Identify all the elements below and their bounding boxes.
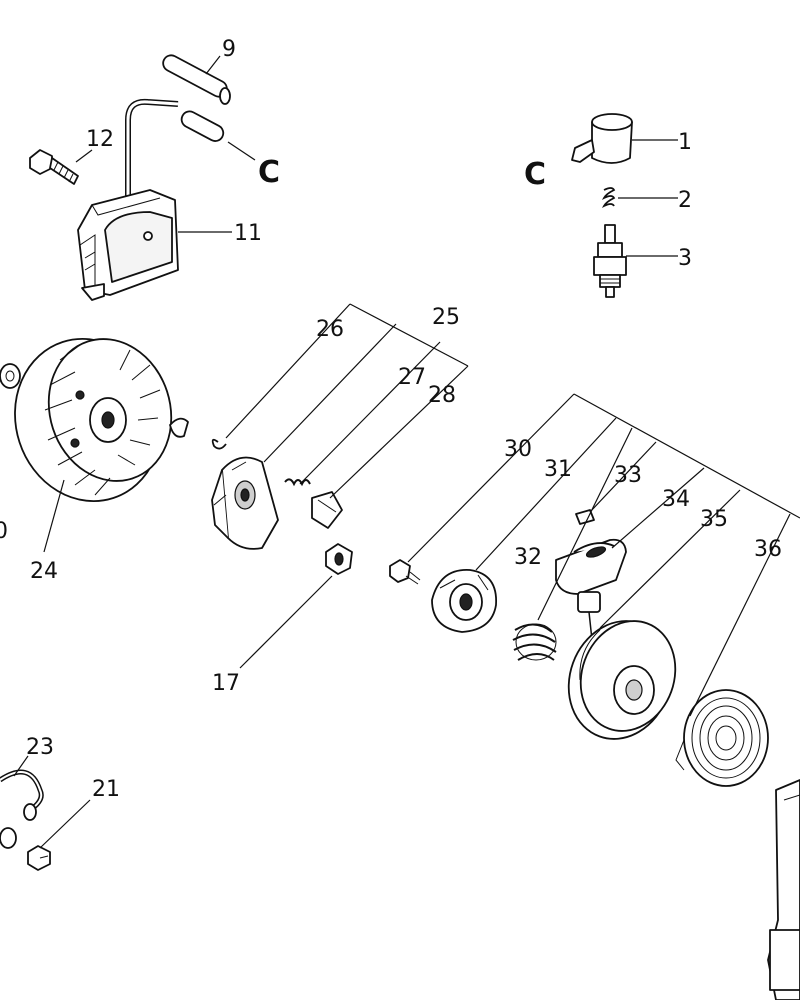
callout-33: 33	[614, 463, 642, 488]
callout-30: 30	[504, 437, 532, 462]
callout-24: 24	[30, 559, 58, 584]
flywheel-key	[169, 417, 189, 438]
clutch-assembly-part-25	[211, 456, 279, 550]
callout-36: 36	[754, 537, 782, 562]
ratchet-spring-part-32	[512, 623, 557, 661]
starter-screw-part-30	[389, 559, 421, 585]
spark-plug-part-3	[593, 224, 627, 298]
starter-spring-part-36	[675, 689, 769, 787]
callout-28: 28	[428, 383, 456, 408]
callout-31: 31	[544, 457, 572, 482]
ratchet-part-31	[431, 569, 497, 633]
flywheel-part-24	[14, 338, 173, 502]
callout-3: 3	[678, 246, 692, 271]
callout-27: 27	[398, 365, 426, 390]
spark-plug-spring-part-2	[601, 187, 616, 209]
connector-label-c-left: C	[258, 155, 280, 190]
callout-2: 2	[678, 188, 692, 213]
callout-17: 17	[212, 671, 240, 696]
spark-plug-cap-part-1	[571, 113, 633, 164]
connector-label-c-right: C	[524, 157, 546, 192]
starter-case-fragment	[767, 779, 800, 1000]
callout-35: 35	[700, 507, 728, 532]
rope-reel-part-35	[567, 620, 677, 740]
callout-32: 32	[514, 545, 542, 570]
callout-21: 21	[92, 777, 120, 802]
flywheel-washer	[0, 363, 21, 389]
clutch-spring-part-27	[284, 478, 311, 487]
coil-mounting-bolt-part-12	[29, 149, 79, 185]
clutch-shoe-part-28	[311, 491, 343, 529]
callout-23: 23	[26, 735, 54, 760]
callout-34: 34	[662, 487, 690, 512]
ground-screw-part-21	[27, 845, 51, 871]
ground-wire-part-23	[0, 769, 44, 849]
fuel-tube-connector	[180, 110, 256, 161]
spark-lead-wire	[125, 98, 179, 198]
clutch-nut-part-17	[325, 543, 353, 575]
callout-11: 11	[234, 221, 262, 246]
callout-1: 1	[678, 130, 692, 155]
leader-lines	[13, 55, 800, 849]
callout-26: 26	[316, 317, 344, 342]
clutch-retaining-ring-part-26	[211, 438, 227, 450]
callout-25: 25	[432, 305, 460, 330]
callout-9: 9	[222, 37, 236, 62]
fuel-tube-part-9	[162, 54, 231, 105]
callout-12: 12	[86, 127, 114, 152]
ignition-coil-part-11	[77, 189, 179, 301]
edge-fragment-label: 0	[0, 519, 8, 544]
